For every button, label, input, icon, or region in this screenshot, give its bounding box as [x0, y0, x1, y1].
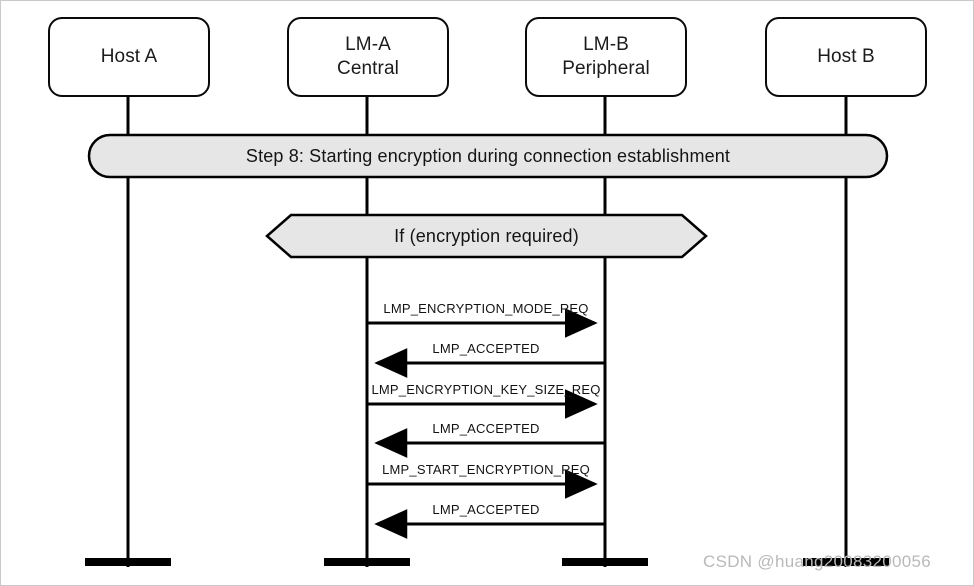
actor-name-lm-b: LM-B [583, 33, 629, 55]
message-label-1: LMP_ACCEPTED [432, 341, 540, 356]
step-band-shape [87, 133, 889, 179]
actor-box-host-a: Host A [48, 17, 210, 97]
actor-name-host-b: Host B [817, 45, 875, 67]
actor-name-lm-a: LM-A [345, 33, 391, 55]
message-label-0: LMP_ENCRYPTION_MODE_REQ [383, 301, 589, 316]
bands-group [87, 133, 889, 259]
condition-band-shape [265, 213, 708, 259]
step-band-label: Step 8: Starting encryption during conne… [245, 145, 731, 166]
actor-box-lm-b: LM-B Peripheral [525, 17, 687, 97]
message-label-2: LMP_ENCRYPTION_KEY_SIZE_REQ [371, 382, 601, 397]
actor-role-lm-b: Peripheral [562, 58, 650, 79]
message-label-3: LMP_ACCEPTED [432, 421, 540, 436]
actor-box-host-b: Host B [765, 17, 927, 97]
csdn-watermark: CSDN @huang20083200056 [703, 552, 932, 571]
actor-name-host-a: Host A [100, 45, 158, 67]
actor-box-lm-a: LM-A Central [287, 17, 449, 97]
message-arrows-group [367, 308, 605, 539]
condition-band-label: If (encryption required) [394, 225, 579, 246]
actor-role-lm-a: Central [337, 58, 399, 79]
message-label-4: LMP_START_ENCRYPTION_REQ [382, 462, 590, 477]
message-label-5: LMP_ACCEPTED [432, 502, 540, 517]
